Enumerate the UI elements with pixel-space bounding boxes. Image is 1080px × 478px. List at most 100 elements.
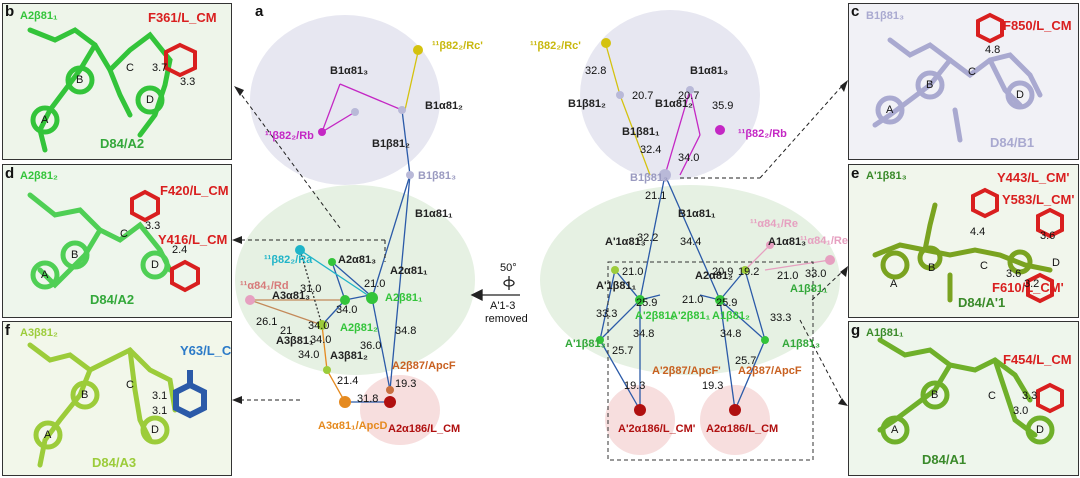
left-a3b2: A3β81₂ <box>330 350 368 362</box>
right-dist-11: 19.2 <box>738 266 760 278</box>
panel-label-f: f <box>5 322 10 339</box>
panel-label-g: g <box>851 322 861 339</box>
panel-c <box>848 3 1079 160</box>
left-network <box>249 51 419 403</box>
panel-c-ring-b: B <box>926 79 934 91</box>
panel-d-top-label: A2β81₂ <box>20 170 58 182</box>
panel-d-residue1: F420/L_CM <box>160 183 229 198</box>
right-dist-14: 25.9 <box>636 297 658 309</box>
right-dist-3: 35.9 <box>712 100 734 112</box>
left-a2lcm: A2α186/L_CM <box>388 423 461 435</box>
left-rc: ¹¹β82₂/Rc' <box>432 40 483 52</box>
left-b1a3: B1α81₃ <box>330 65 369 77</box>
left-a3a3: A3α81₃ <box>272 290 311 302</box>
panel-g-ring-d: D <box>1036 424 1044 436</box>
panel-g-ring-c: C <box>988 390 996 402</box>
left-b1a2: B1α81₂ <box>425 100 463 112</box>
panel-d-phe <box>130 189 200 293</box>
panel-g-dist1: 3.3 <box>1022 390 1038 402</box>
left-rb: ¹¹β82₂/Rb <box>265 130 314 142</box>
panel-e-ring-a: A <box>890 278 898 290</box>
panel-d-ring-a: A <box>41 269 49 281</box>
left-ra: ¹¹β82₂/Ra <box>264 254 313 266</box>
panel-d-molecule <box>27 192 173 290</box>
right-a2b2: A'2β81₂ <box>635 310 676 322</box>
panel-d-residue2: Y416/L_CM <box>158 232 228 247</box>
right-a2apcf: A'2β87/ApcF' <box>652 365 721 377</box>
right-dist-1: 20.7 <box>632 90 654 102</box>
right-dist-21: 25.7 <box>612 345 634 357</box>
right-dist-24: 19.3 <box>702 380 724 392</box>
panel-c-dist1: 4.8 <box>985 44 1001 56</box>
panel-e-dist4: 3.2 <box>1024 278 1040 290</box>
right-a1a3r: A1α81₃ <box>768 236 807 248</box>
panel-c-base: D84/B1 <box>990 135 1035 150</box>
rotation-caption-1: A'1-3 <box>490 300 516 312</box>
right-dist-2: 20.7 <box>678 90 700 102</box>
panel-b-dist1: 3.7 <box>152 62 168 74</box>
panel-f-ring-b: B <box>81 389 89 401</box>
dashed-selection-box <box>607 261 814 461</box>
panel-b-ring-a: A <box>41 114 49 126</box>
right-dist-19: 34.8 <box>720 328 742 340</box>
panel-c-phe <box>976 12 1004 44</box>
right-dist-6: 21.1 <box>645 190 667 202</box>
panel-e-molecule <box>872 202 1053 303</box>
left-a2a3: A2α81₃ <box>338 254 377 266</box>
left-dist-7: 34.0 <box>298 349 320 361</box>
left-a3b1: A3β81₁ <box>276 335 314 347</box>
right-dist-9: 21.0 <box>622 266 644 278</box>
right-a2a2: A2α81₂ <box>695 270 733 282</box>
left-dist-0: 21.0 <box>364 278 386 290</box>
left-dist-10: 21.4 <box>337 375 359 387</box>
left-a2apcf: A2β87/ApcF <box>392 360 456 372</box>
left-dist-8: 36.0 <box>360 340 382 352</box>
panel-f-ring-c: C <box>126 379 134 391</box>
left-a2a1: A2α81₁ <box>390 265 428 277</box>
panel-label-c: c <box>851 3 860 20</box>
left-b1b2: B1β81₂ <box>372 138 410 150</box>
panel-b-ring-c: C <box>126 62 134 74</box>
panel-c-top-label: B1β81₃ <box>866 10 905 22</box>
panel-e <box>848 164 1079 318</box>
right-a1b2: A1β81₂ <box>712 310 750 322</box>
right-dist-22: 25.7 <box>735 355 757 367</box>
right-dist-4: 32.4 <box>640 144 662 156</box>
right-b1b3: B1β81₃ <box>630 172 669 184</box>
panel-b-phe <box>164 42 197 78</box>
panel-e-residue1: Y443/L_CM' <box>997 170 1070 185</box>
lcm-surface-right2 <box>700 385 770 455</box>
panel-f-ring-a: A <box>44 429 52 441</box>
panel-f-top-label: A3β81₂ <box>20 327 58 339</box>
right-a2b1: A'2β81₁ <box>670 310 711 322</box>
left-dist-2: 34.0 <box>336 304 358 316</box>
left-a2b1: A2β81₁ <box>385 292 423 304</box>
right-dist-23: 19.3 <box>624 380 646 392</box>
panel-g-molecule <box>877 337 1055 445</box>
panel-d-dist2: 2.4 <box>172 244 188 256</box>
right-residues <box>596 38 835 416</box>
left-dist-6: 34.0 <box>310 334 332 346</box>
panel-g <box>848 321 1079 476</box>
right-rb: ¹¹β82₂/Rb <box>738 128 787 140</box>
b1-surface-left <box>250 15 440 185</box>
panel-f-dist2: 3.1 <box>152 405 168 417</box>
panel-b-residue: F361/L_CM <box>148 10 217 25</box>
right-a2lcm2: A2α186/L_CM <box>706 423 779 435</box>
panel-d-ring-c: C <box>120 228 128 240</box>
panel-c-ring-c: C <box>968 66 976 78</box>
right-dist-8: 34.4 <box>680 236 702 248</box>
panel-b-base: D84/A2 <box>100 136 145 151</box>
right-re2: ¹¹α84₁/Re <box>800 235 848 247</box>
right-a1b3: A1β81₃ <box>782 338 821 350</box>
panel-e-ring-c: C <box>980 260 988 272</box>
rotation-caption-2: removed <box>485 313 528 325</box>
panel-b-ring-d: D <box>146 94 154 106</box>
right-dist-7: 32.2 <box>637 232 659 244</box>
right-rc: ¹¹β82₂/Rc' <box>530 40 581 52</box>
left-dist-9: 34.8 <box>395 325 417 337</box>
panel-e-dist1: 4.4 <box>970 226 986 238</box>
rotation-angle: 50° <box>500 262 517 274</box>
rotation-arrow <box>470 276 520 302</box>
right-dist-17: 33.3 <box>596 308 618 320</box>
